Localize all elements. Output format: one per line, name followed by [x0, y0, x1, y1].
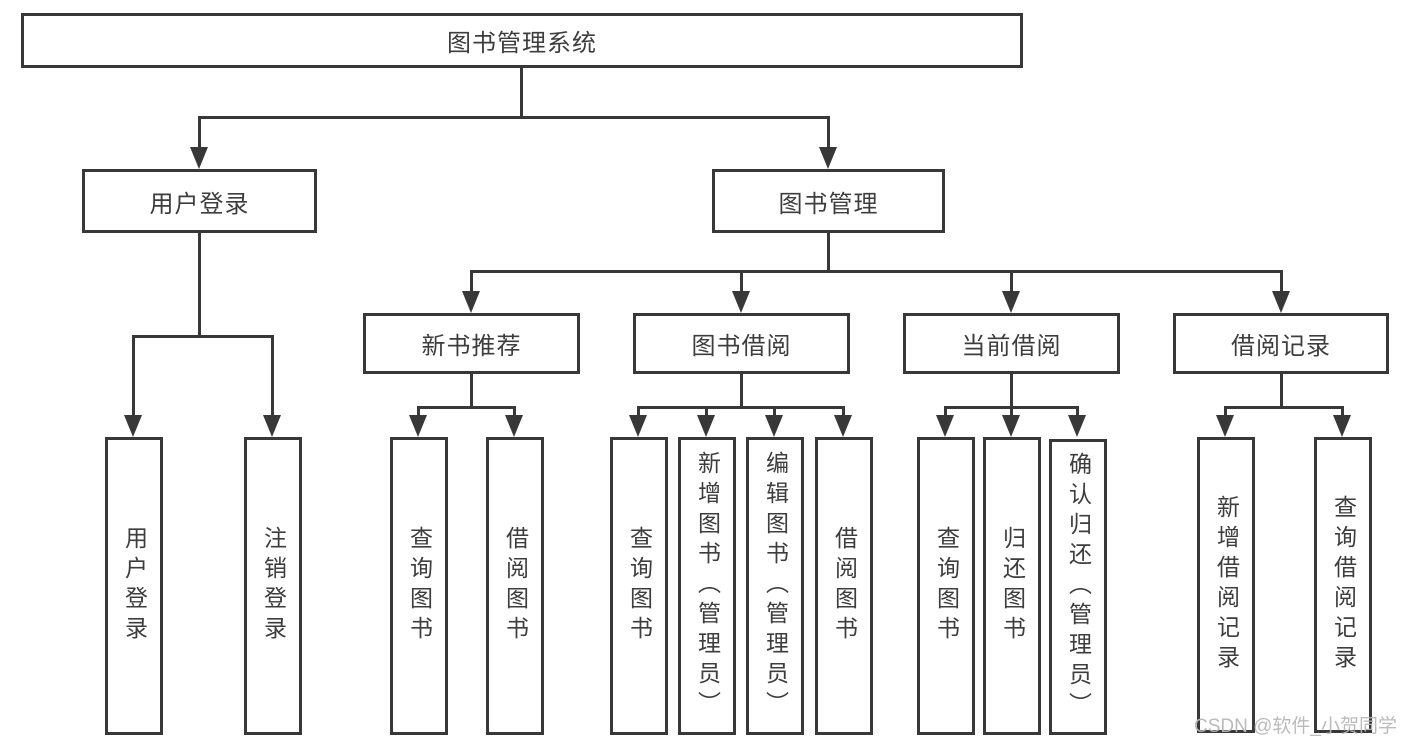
connector-hline — [417, 406, 516, 409]
connector-vline — [827, 233, 830, 272]
arrow-down-icon — [462, 291, 480, 313]
connector-vline — [1010, 406, 1013, 419]
arrow-down-icon — [834, 415, 852, 437]
arrow-down-icon — [1002, 415, 1020, 437]
connector-vline — [705, 406, 708, 419]
connector-vline — [637, 406, 640, 419]
node-borrow-records: 借阅记录 — [1173, 313, 1389, 374]
leaf-borrow-books-recommend: 借阅图书 — [486, 437, 544, 735]
node-label: 图书管理 — [778, 190, 879, 218]
leaf-label: 用户登录 — [121, 526, 148, 646]
leaf-label: 查询借阅记录 — [1330, 495, 1357, 675]
leaf-query-books-recommend: 查询图书 — [390, 437, 448, 735]
connector-vline — [1280, 270, 1283, 296]
leaf-confirm-return-admin: 确认归还（管理员） — [1049, 439, 1107, 735]
arrow-down-icon — [629, 415, 647, 437]
leaf-label: 归还图书 — [999, 526, 1026, 646]
arrow-down-icon — [1002, 291, 1020, 313]
connector-vline — [513, 406, 516, 419]
leaf-label: 查询图书 — [626, 526, 653, 646]
node-label: 当前借阅 — [961, 333, 1062, 360]
arrow-down-icon — [697, 415, 715, 437]
leaf-edit-book-admin: 编辑图书（管理员） — [746, 437, 804, 735]
connector-vline — [1076, 406, 1079, 419]
leaf-label: 编辑图书（管理员） — [762, 451, 789, 721]
node-label: 新书推荐 — [421, 333, 522, 360]
leaf-borrow-books: 借阅图书 — [815, 437, 873, 735]
arrow-down-icon — [409, 415, 427, 437]
connector-vline — [740, 374, 743, 407]
connector-vline — [1224, 406, 1227, 419]
connector-vline — [1280, 374, 1283, 407]
leaf-add-book-admin: 新增图书（管理员） — [678, 437, 736, 735]
leaf-label: 查询图书 — [406, 526, 433, 646]
leaf-label: 查询图书 — [933, 526, 960, 646]
connector-vline — [1010, 374, 1013, 407]
leaf-label: 新增借阅记录 — [1213, 495, 1240, 675]
connector-vline — [773, 406, 776, 419]
connector-vline — [132, 335, 135, 419]
node-current-borrowing: 当前借阅 — [903, 313, 1120, 374]
connector-vline — [944, 406, 947, 419]
connector-vline — [470, 374, 473, 407]
leaf-user-login: 用户登录 — [105, 437, 163, 735]
leaf-label: 借阅图书 — [502, 526, 529, 646]
leaf-query-books-borrowing: 查询图书 — [610, 437, 668, 735]
leaf-logout: 注销登录 — [244, 437, 302, 735]
node-book-borrowing: 图书借阅 — [633, 313, 850, 374]
arrow-down-icon — [732, 291, 750, 313]
node-new-book-recommend: 新书推荐 — [363, 313, 580, 374]
connector-vline — [1010, 270, 1013, 296]
leaf-label: 确认归还（管理员） — [1065, 452, 1092, 722]
connector-vline — [1341, 406, 1344, 419]
connector-hline — [637, 406, 845, 409]
node-label: 图书管理系统 — [447, 30, 597, 57]
csdn-watermark: CSDN @软件_小贺同学 — [1194, 716, 1397, 737]
arrow-down-icon — [765, 415, 783, 437]
connector-hline — [1224, 406, 1344, 409]
node-library-management-system: 图书管理系统 — [21, 13, 1023, 68]
connector-vline — [842, 406, 845, 419]
arrow-down-icon — [1333, 415, 1351, 437]
leaf-add-borrow-record: 新增借阅记录 — [1197, 437, 1255, 733]
arrow-down-icon — [1272, 291, 1290, 313]
connector-vline — [271, 335, 274, 419]
leaf-query-books-current: 查询图书 — [917, 437, 975, 735]
node-label: 图书借阅 — [691, 333, 792, 360]
connector-vline — [470, 270, 473, 296]
leaf-label: 新增图书（管理员） — [694, 451, 721, 721]
arrow-down-icon — [263, 415, 281, 437]
connector-hline — [198, 116, 830, 119]
connector-hline — [470, 270, 1283, 273]
node-label: 用户登录 — [149, 190, 250, 218]
leaf-query-borrow-record: 查询借阅记录 — [1314, 437, 1372, 733]
arrow-down-icon — [1068, 415, 1086, 437]
connector-vline — [198, 233, 201, 337]
node-user-login: 用户登录 — [82, 169, 317, 233]
leaf-label: 注销登录 — [260, 526, 287, 646]
connector-vline — [198, 116, 201, 152]
arrow-down-icon — [124, 415, 142, 437]
node-label: 借阅记录 — [1231, 333, 1331, 360]
arrow-down-icon — [505, 415, 523, 437]
node-book-management: 图书管理 — [712, 169, 945, 233]
connector-vline — [520, 68, 523, 118]
connector-vline — [740, 270, 743, 296]
arrow-down-icon — [936, 415, 954, 437]
connector-vline — [827, 116, 830, 152]
connector-hline — [132, 335, 274, 338]
connector-vline — [417, 406, 420, 419]
arrow-down-icon — [190, 147, 208, 169]
arrow-down-icon — [1216, 415, 1234, 437]
leaf-return-book: 归还图书 — [983, 437, 1041, 735]
leaf-label: 借阅图书 — [831, 526, 858, 646]
arrow-down-icon — [819, 147, 837, 169]
